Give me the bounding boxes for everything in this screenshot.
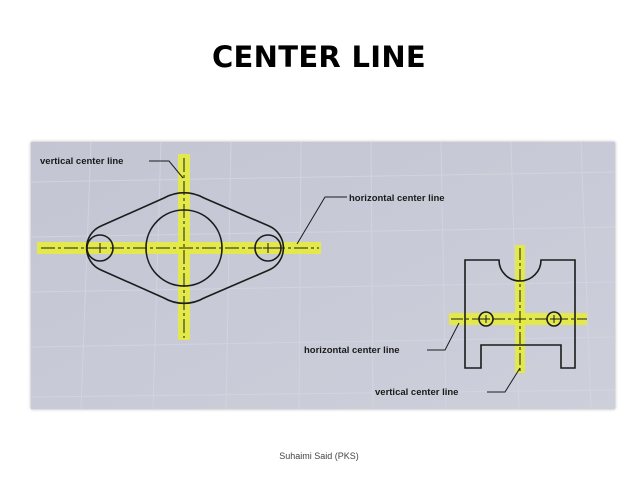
label-top-vertical-center-line: vertical center line xyxy=(40,156,123,167)
slide-title: CENTER LINE xyxy=(211,40,427,74)
background-grid xyxy=(31,142,615,409)
bottom-horizontal-leader xyxy=(427,322,460,351)
label-bottom-vertical-center-line: vertical center line xyxy=(375,387,458,398)
bottom-vertical-leader xyxy=(487,367,521,393)
label-top-horizontal-center-line: horizontal center line xyxy=(349,193,445,204)
block-vertical-highlight xyxy=(515,245,525,373)
center-line-diagram: vertical center line horizontal center l… xyxy=(31,142,615,409)
diagram-background xyxy=(31,142,615,409)
block-hole-crosses xyxy=(482,315,558,323)
flange-hole-crosses xyxy=(95,243,273,253)
top-horizontal-leader xyxy=(296,196,347,245)
slide-footer: Suhaimi Said (PKS) xyxy=(279,451,359,461)
label-bottom-horizontal-center-line: horizontal center line xyxy=(304,345,400,356)
block-center-lines xyxy=(451,248,587,374)
top-vertical-leader xyxy=(149,160,184,179)
